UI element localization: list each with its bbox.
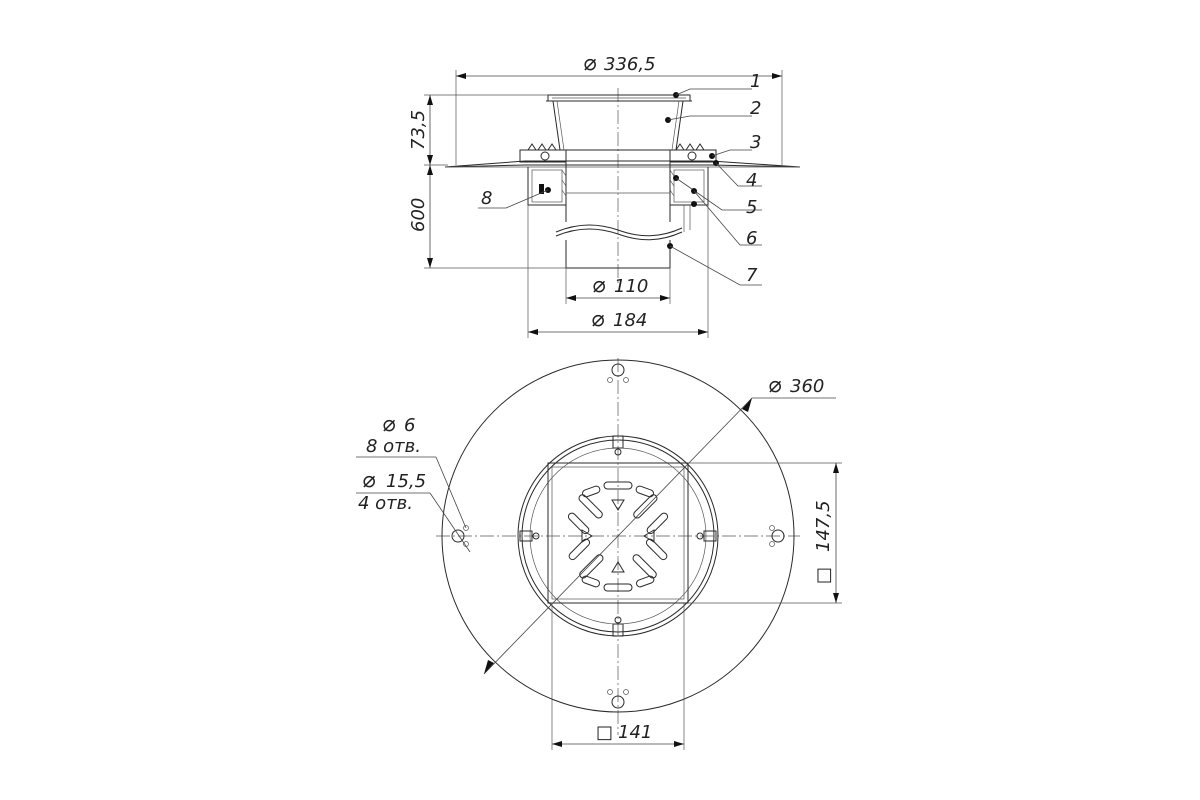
callouts-right: 1 2 3 4 5 6 7 — [665, 71, 762, 286]
grate-square — [551, 466, 685, 600]
dim-height-top: 73,5 — [408, 94, 548, 166]
wing-nut-right — [696, 530, 717, 542]
mounting-holes-small — [463, 377, 775, 695]
diameter-symbol: ⌀ — [768, 373, 782, 398]
dim-large-hole-diameter-label: 15,5 — [386, 471, 426, 492]
callout-1: 1 — [750, 71, 761, 92]
dim-grate-side-label: 141 — [618, 722, 652, 743]
dim-body-diameter: ⌀ 184 — [527, 205, 709, 338]
outer-flange-circle — [441, 359, 795, 713]
dim-small-hole-diameter-label: 6 — [404, 415, 415, 436]
diameter-symbol: ⌀ — [362, 468, 376, 493]
dim-grate-side: □ 141 — [551, 603, 685, 750]
part-8-marker — [539, 184, 544, 194]
callout-3: 3 — [750, 132, 761, 153]
callout-8: 8 — [481, 188, 492, 209]
small-hole-count-label: 8 отв. — [366, 436, 421, 457]
callout-7: 7 — [746, 265, 758, 286]
outlet-pipe — [555, 150, 691, 269]
wing-nut-left — [519, 530, 540, 542]
side-view: ⌀ 336,5 73,5 600 ⌀ 110 — [408, 51, 801, 338]
diameter-symbol: ⌀ — [592, 273, 606, 298]
dim-flange-diameter: ⌀ 336,5 — [455, 51, 783, 165]
dim-flange-diameter-label: 336,5 — [604, 54, 656, 75]
grate-frame-section — [546, 94, 692, 102]
mounting-holes-large — [451, 363, 785, 709]
dim-outer-diameter: ⌀ 360 — [483, 373, 836, 675]
dim-pipe-diameter-label: 110 — [614, 276, 648, 297]
grate-slots — [567, 481, 669, 592]
callout-6: 6 — [746, 228, 757, 249]
dim-outer-diameter-label: 360 — [790, 376, 824, 397]
membrane-flange — [444, 160, 801, 168]
top-view: ⌀ 360 ⌀ 6 8 отв. — [356, 358, 842, 750]
dim-frame-side-label: 147,5 — [813, 500, 834, 552]
dim-pipe-diameter: ⌀ 110 — [565, 268, 671, 304]
dim-height-pipe: 600 — [408, 165, 566, 269]
receiver-body — [552, 100, 684, 151]
diameter-symbol: ⌀ — [591, 307, 605, 332]
callout-2: 2 — [750, 98, 761, 119]
dim-body-diameter-label: 184 — [613, 310, 647, 331]
diameter-symbol: ⌀ — [583, 51, 597, 76]
callout-5: 5 — [746, 197, 757, 218]
dim-height-pipe-label: 600 — [408, 198, 429, 232]
dim-small-hole: ⌀ 6 8 отв. — [356, 412, 467, 529]
dim-frame-side: □ 147,5 — [688, 462, 842, 604]
wing-nut-top — [612, 435, 624, 456]
lower-housing — [527, 167, 709, 206]
dim-large-hole: ⌀ 15,5 4 отв. — [356, 468, 471, 553]
frame-square — [547, 462, 689, 604]
diameter-symbol: ⌀ — [382, 412, 396, 437]
dim-frame-side-square-symbol: □ — [813, 567, 834, 584]
dim-grate-side-square-symbol: □ — [596, 722, 613, 743]
large-hole-count-label: 4 отв. — [358, 493, 413, 514]
clamp-ring-inner — [521, 439, 715, 633]
callout-left: 8 — [478, 187, 551, 209]
wing-nut-bottom — [612, 616, 624, 637]
callout-4: 4 — [746, 170, 757, 191]
dim-height-top-label: 73,5 — [408, 110, 429, 150]
